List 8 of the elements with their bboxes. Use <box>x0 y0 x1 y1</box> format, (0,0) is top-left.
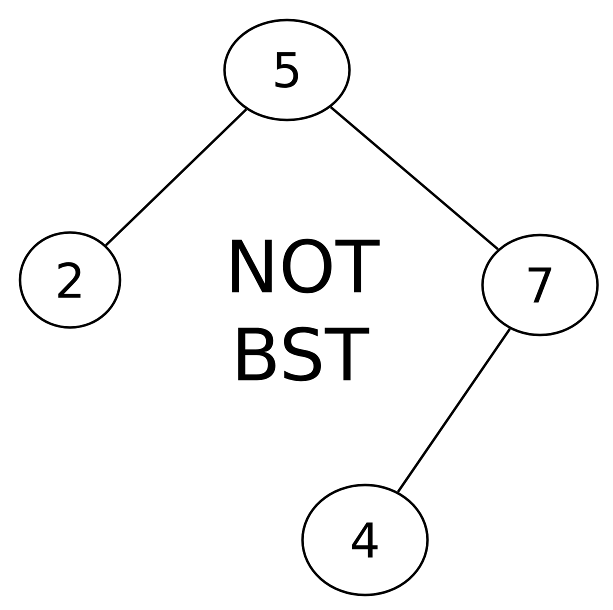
tree-edge <box>397 328 511 493</box>
tree-node: 4 <box>301 484 429 596</box>
tree-node: 5 <box>223 18 351 122</box>
tree-edge <box>105 108 248 246</box>
tree-node: 2 <box>18 231 122 329</box>
handwritten-note: NOT BST <box>232 238 380 382</box>
tree-node: 7 <box>481 234 599 336</box>
tree-edge <box>330 106 499 250</box>
